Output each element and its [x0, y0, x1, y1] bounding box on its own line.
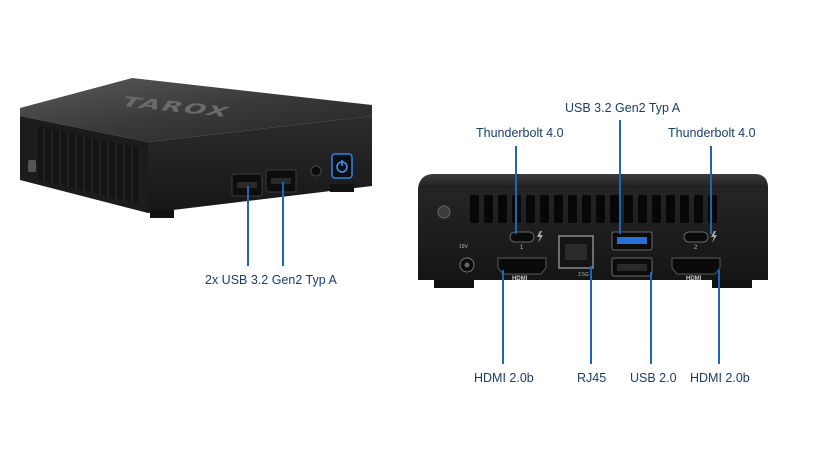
- label-thunderbolt-right: Thunderbolt 4.0: [668, 126, 756, 140]
- audio-jack-icon: [310, 165, 322, 177]
- port-marking-dc: 19V: [459, 244, 468, 250]
- port-marking-hdmi-left: HDMI: [512, 276, 528, 282]
- usb-a-port-icon: [611, 231, 653, 251]
- port-marking-tb2: 2: [694, 245, 698, 251]
- port-marking-lan: 2.5G: [578, 272, 589, 278]
- power-button-icon: [331, 153, 353, 179]
- lock-slot-icon: [28, 160, 36, 172]
- label-usb-top: USB 3.2 Gen2 Typ A: [565, 101, 681, 115]
- callout-line-usb3: [619, 120, 621, 234]
- thunderbolt-port-icon: [509, 231, 543, 243]
- callout-line-front-usb2: [282, 182, 284, 266]
- front-device: [20, 78, 372, 218]
- callout-line-front-usb1: [247, 186, 249, 266]
- rj45-port-icon: [558, 235, 594, 269]
- label-thunderbolt-left: Thunderbolt 4.0: [476, 126, 564, 140]
- callout-line-hdmi-left: [502, 270, 504, 364]
- hdmi-port-icon: [671, 257, 721, 275]
- label-hdmi-left: HDMI 2.0b: [474, 371, 534, 385]
- callout-line-tb-right: [710, 146, 712, 234]
- callout-line-rj45: [590, 266, 592, 364]
- usb-a-port-icon: [265, 169, 297, 193]
- callout-line-tb-left: [515, 146, 517, 234]
- back-device: [418, 174, 768, 288]
- callout-line-usb2: [650, 272, 652, 364]
- port-marking-tb1: 1: [520, 245, 524, 251]
- rear-vent-grille: [470, 195, 717, 223]
- thunderbolt-port-icon: [683, 231, 717, 243]
- label-front-usb: 2x USB 3.2 Gen2 Typ A: [205, 273, 337, 287]
- callout-line-hdmi-right: [718, 270, 720, 364]
- usb-a-port-icon: [611, 257, 653, 277]
- label-usb2: USB 2.0: [630, 371, 677, 385]
- port-marking-hdmi-right: HDMI: [686, 276, 702, 282]
- hdmi-port-icon: [497, 257, 547, 275]
- screw-icon: [437, 205, 451, 219]
- label-hdmi-right: HDMI 2.0b: [690, 371, 750, 385]
- label-rj45: RJ45: [577, 371, 607, 385]
- front-vent-grille: [38, 126, 138, 203]
